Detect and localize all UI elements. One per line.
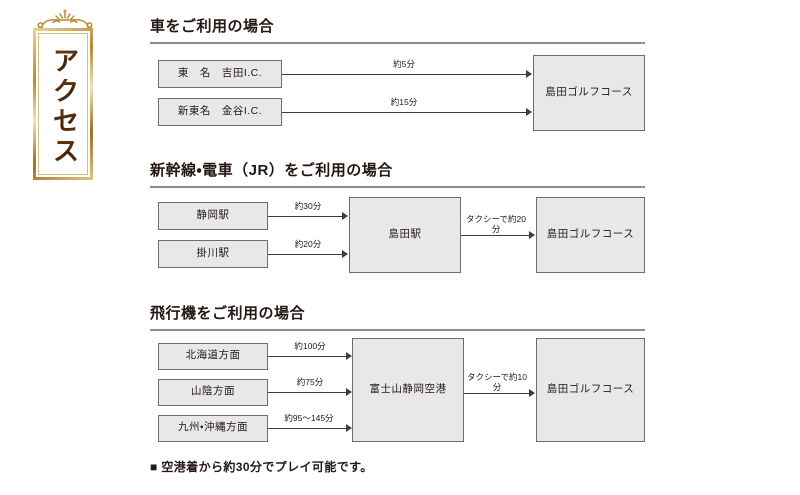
edge-car-1-arrow-icon — [526, 69, 532, 78]
edge-plane-2-line — [268, 391, 346, 393]
edge-train-1-arrow-icon — [342, 211, 348, 220]
node-car-source-1: 東 名 吉田I.C. — [158, 59, 282, 88]
access-plaque: ア ク セ ス — [20, 8, 110, 183]
plaque-char-2: ク — [52, 77, 79, 107]
edge-plane-hub-label: タクシーで約10 分 — [467, 371, 527, 393]
edge-car-1-line — [282, 73, 526, 75]
node-plane-source-1: 北海道方面 — [158, 342, 268, 370]
node-plane-destination: 島田ゴルフコース — [536, 337, 645, 442]
plaque-char-1: ア — [52, 47, 79, 77]
section-plane-heading: 飛行機をご利用の場合 — [150, 305, 306, 322]
edge-train-hub-label: タクシーで約20 分 — [466, 213, 526, 235]
plaque-title-vertical: ア ク セ ス — [36, 31, 96, 183]
plaque-frame-inner-line — [38, 33, 88, 175]
section-train-heading: 新幹線・電車（JR）をご利用の場合 — [150, 162, 393, 179]
edge-car-2-label: 約15分 — [390, 96, 418, 107]
edge-car-2-arrow-icon — [526, 107, 532, 116]
diagram-train: 静岡駅 掛川駅 約30分 約20分 島田駅 タクシーで約20 分 島田ゴルフコー… — [150, 188, 650, 280]
section-train-rule — [150, 185, 645, 188]
node-train-source-1: 静岡駅 — [158, 201, 268, 230]
edge-plane-1-arrow-icon — [346, 351, 352, 360]
node-car-source-2: 新東名 金谷I.C. — [158, 97, 282, 126]
section-train: 新幹線・電車（JR）をご利用の場合 静岡駅 掛川駅 約30分 約20分 島田駅 … — [150, 162, 650, 280]
access-content: 車をご利用の場合 東 名 吉田I.C. 新東名 金谷I.C. 約5分 約15分 … — [150, 0, 650, 495]
footer-note: ■ 空港着から約30分でプレイ可能です。 — [150, 460, 373, 474]
node-train-source-2: 掛川駅 — [158, 239, 268, 268]
node-plane-source-2: 山陰方面 — [158, 378, 268, 406]
diagram-plane: 北海道方面 山陰方面 九州・沖縄方面 約100分 約75分 約95〜145分 富… — [150, 331, 650, 449]
plaque-char-4: ス — [52, 137, 79, 167]
plaque-ornament-icon — [37, 9, 93, 29]
section-plane: 飛行機をご利用の場合 北海道方面 山陰方面 九州・沖縄方面 約100分 約75分… — [150, 305, 650, 449]
edge-plane-1-label: 約100分 — [294, 340, 326, 351]
edge-train-hub-arrow-icon — [529, 230, 535, 239]
edge-train-1-label: 約30分 — [294, 200, 322, 211]
edge-plane-2-label: 約75分 — [296, 376, 324, 387]
node-car-destination: 島田ゴルフコース — [533, 54, 645, 131]
node-train-destination: 島田ゴルフコース — [536, 196, 645, 273]
edge-plane-hub-line — [464, 392, 529, 394]
section-plane-rule — [150, 328, 645, 331]
section-car-heading: 車をご利用の場合 — [150, 18, 275, 35]
edge-plane-1-line — [268, 355, 346, 357]
node-plane-source-3: 九州・沖縄方面 — [158, 414, 268, 442]
section-car: 車をご利用の場合 東 名 吉田I.C. 新東名 金谷I.C. 約5分 約15分 … — [150, 18, 650, 132]
edge-plane-2-arrow-icon — [346, 387, 352, 396]
diagram-car: 東 名 吉田I.C. 新東名 金谷I.C. 約5分 約15分 島田ゴルフコース — [150, 44, 650, 132]
edge-car-1-label: 約5分 — [393, 58, 415, 69]
plaque-char-3: セ — [52, 107, 79, 137]
plaque-frame: ア ク セ ス — [33, 28, 93, 180]
edge-plane-hub-arrow-icon — [529, 388, 535, 397]
edge-plane-3-label: 約95〜145分 — [284, 412, 334, 423]
section-car-rule — [150, 41, 645, 44]
edge-plane-3-line — [268, 427, 346, 429]
node-plane-hub: 富士山静岡空港 — [352, 337, 464, 442]
edge-train-hub-line — [461, 234, 529, 236]
edge-train-2-label: 約20分 — [294, 238, 322, 249]
edge-plane-3-arrow-icon — [346, 423, 352, 432]
edge-car-2-line — [282, 111, 526, 113]
plaque-ornament-dot — [63, 9, 67, 13]
node-train-hub: 島田駅 — [349, 196, 461, 273]
edge-train-2-arrow-icon — [342, 249, 348, 258]
edge-train-2-line — [268, 253, 342, 255]
edge-train-1-line — [268, 215, 342, 217]
